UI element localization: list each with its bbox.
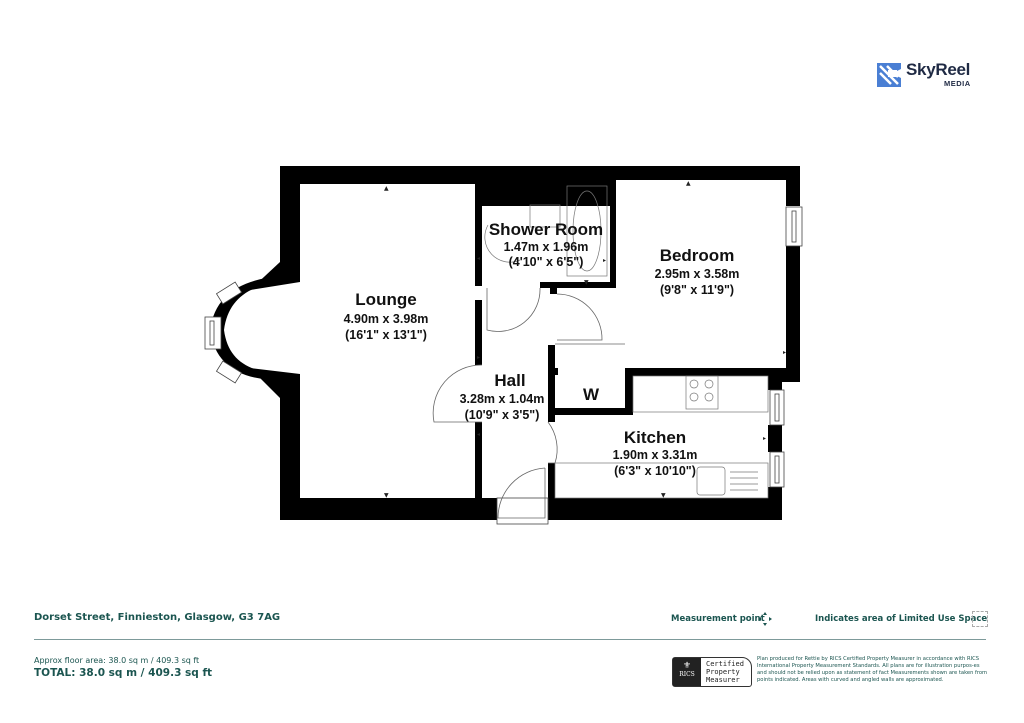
rics-certified-text: Certified Property Measurer xyxy=(706,660,744,684)
svg-text:▸: ▸ xyxy=(477,354,480,361)
svg-text:Lounge: Lounge xyxy=(355,290,416,309)
svg-text:(16'1" x 13'1"): (16'1" x 13'1") xyxy=(345,328,427,342)
svg-text:(6'3" x 10'10"): (6'3" x 10'10") xyxy=(614,464,696,478)
svg-text:(4'10" x 6'5"): (4'10" x 6'5") xyxy=(509,255,584,269)
windows xyxy=(496,206,803,525)
svg-text:1.90m x 3.31m: 1.90m x 3.31m xyxy=(613,448,698,462)
svg-text:3.28m x 1.04m: 3.28m x 1.04m xyxy=(460,392,545,406)
svg-text:Shower Room: Shower Room xyxy=(489,220,603,239)
limited-use-space-icon xyxy=(972,611,988,627)
disclaimer-text: Plan produced for Rettie by RICS Certifi… xyxy=(757,656,988,683)
svg-text:Kitchen: Kitchen xyxy=(624,428,686,447)
rics-crest-icon: ⚜ xyxy=(682,661,692,671)
footer-divider xyxy=(34,639,986,640)
svg-text:4.90m x 3.98m: 4.90m x 3.98m xyxy=(344,312,429,326)
svg-text:W: W xyxy=(583,385,600,404)
rics-badge: ⚜ RICS Certified Property Measurer xyxy=(672,657,752,687)
svg-text:▸: ▸ xyxy=(763,435,766,442)
svg-text:▼: ▼ xyxy=(384,492,389,499)
svg-text:(9'8" x 11'9"): (9'8" x 11'9") xyxy=(660,283,734,297)
measurement-point-icon xyxy=(758,612,772,626)
floor-plan: Lounge 4.90m x 3.98m (16'1" x 13'1") Sho… xyxy=(204,166,803,525)
svg-text:▼: ▼ xyxy=(661,492,666,499)
logo-subtext: MEDIA xyxy=(944,79,971,88)
rics-emblem: ⚜ RICS xyxy=(673,658,701,686)
svg-text:Hall: Hall xyxy=(494,371,525,390)
room-wardrobe-label: W xyxy=(583,385,600,404)
measurement-points: ▲ ▼ ▲ ▸ ◂ ▸ ◂ ▸ ▼ ▸ ▼ xyxy=(384,180,786,499)
svg-text:(10'9" x 3'5"): (10'9" x 3'5") xyxy=(465,408,540,422)
approx-floor-area: Approx floor area: 38.0 sq m / 409.3 sq … xyxy=(34,656,200,665)
svg-text:▼: ▼ xyxy=(584,279,589,286)
svg-text:2.95m x 3.58m: 2.95m x 3.58m xyxy=(655,267,740,281)
property-address: Dorset Street, Finnieston, Glasgow, G3 7… xyxy=(34,612,281,623)
skyreel-logo: SkyReel MEDIA xyxy=(876,60,986,92)
svg-text:Bedroom: Bedroom xyxy=(660,246,735,265)
logo-wordmark: SkyReel xyxy=(906,60,971,79)
svg-text:1.47m x 1.96m: 1.47m x 1.96m xyxy=(504,240,589,254)
svg-text:▲: ▲ xyxy=(384,185,389,192)
total-floor-area: TOTAL: 38.0 sq m / 409.3 sq ft xyxy=(34,667,213,679)
room-hall-label: Hall 3.28m x 1.04m (10'9" x 3'5") xyxy=(460,371,545,422)
svg-text:◂: ◂ xyxy=(477,431,480,438)
room-bedroom-label: Bedroom 2.95m x 3.58m (9'8" x 11'9") xyxy=(655,246,740,297)
room-kitchen-label: Kitchen 1.90m x 3.31m (6'3" x 10'10") xyxy=(613,428,698,478)
bay-windows xyxy=(204,281,243,384)
bay-window-wall xyxy=(210,276,300,380)
svg-text:▸: ▸ xyxy=(783,349,786,356)
skyreel-logo-icon xyxy=(877,63,901,87)
room-shower-label: Shower Room 1.47m x 1.96m (4'10" x 6'5") xyxy=(489,220,603,269)
legend-measurement-label: Measurement point xyxy=(671,614,765,624)
legend-limited-use-label: Indicates area of Limited Use Space xyxy=(815,614,988,624)
room-lounge-label: Lounge 4.90m x 3.98m (16'1" x 13'1") xyxy=(344,290,429,342)
svg-text:◂: ◂ xyxy=(477,255,480,262)
svg-text:▸: ▸ xyxy=(603,257,606,264)
fixtures xyxy=(484,185,769,499)
svg-text:▲: ▲ xyxy=(686,180,691,187)
walls xyxy=(280,166,800,520)
